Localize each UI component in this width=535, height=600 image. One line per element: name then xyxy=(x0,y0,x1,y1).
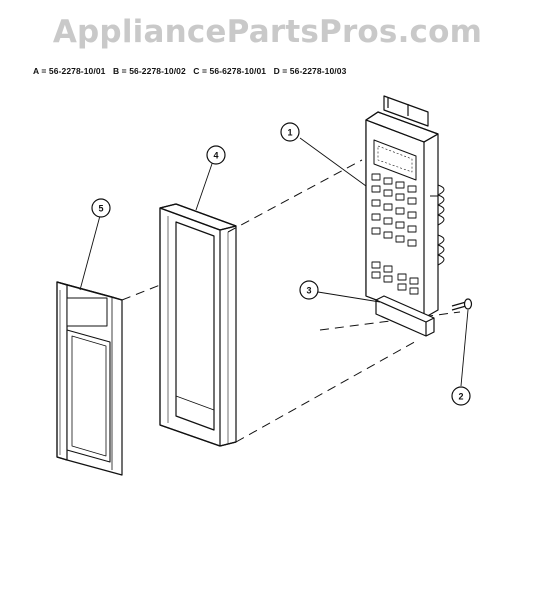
watermark-logo: AppliancePartsPros.com xyxy=(52,14,483,50)
callout-4: 4 xyxy=(213,151,218,161)
model-a: A = 56-2278-10/01 xyxy=(33,66,106,76)
part-5-face-panel xyxy=(56,281,123,476)
part-2-screw xyxy=(451,298,473,311)
part-4-frame xyxy=(159,203,237,447)
model-legend: A = 56-2278-10/01 B = 56-2278-10/02 C = … xyxy=(33,66,351,76)
callout-3: 3 xyxy=(306,286,311,296)
model-c: C = 56-6278-10/01 xyxy=(193,66,267,76)
callout-1: 1 xyxy=(287,128,292,138)
model-d: D = 56-2278-10/03 xyxy=(273,66,347,76)
callout-5: 5 xyxy=(98,204,103,214)
callout-2: 2 xyxy=(458,392,463,402)
part-3-bracket xyxy=(375,295,435,337)
model-b: B = 56-2278-10/02 xyxy=(112,66,186,76)
part-1-control-board xyxy=(365,95,445,319)
